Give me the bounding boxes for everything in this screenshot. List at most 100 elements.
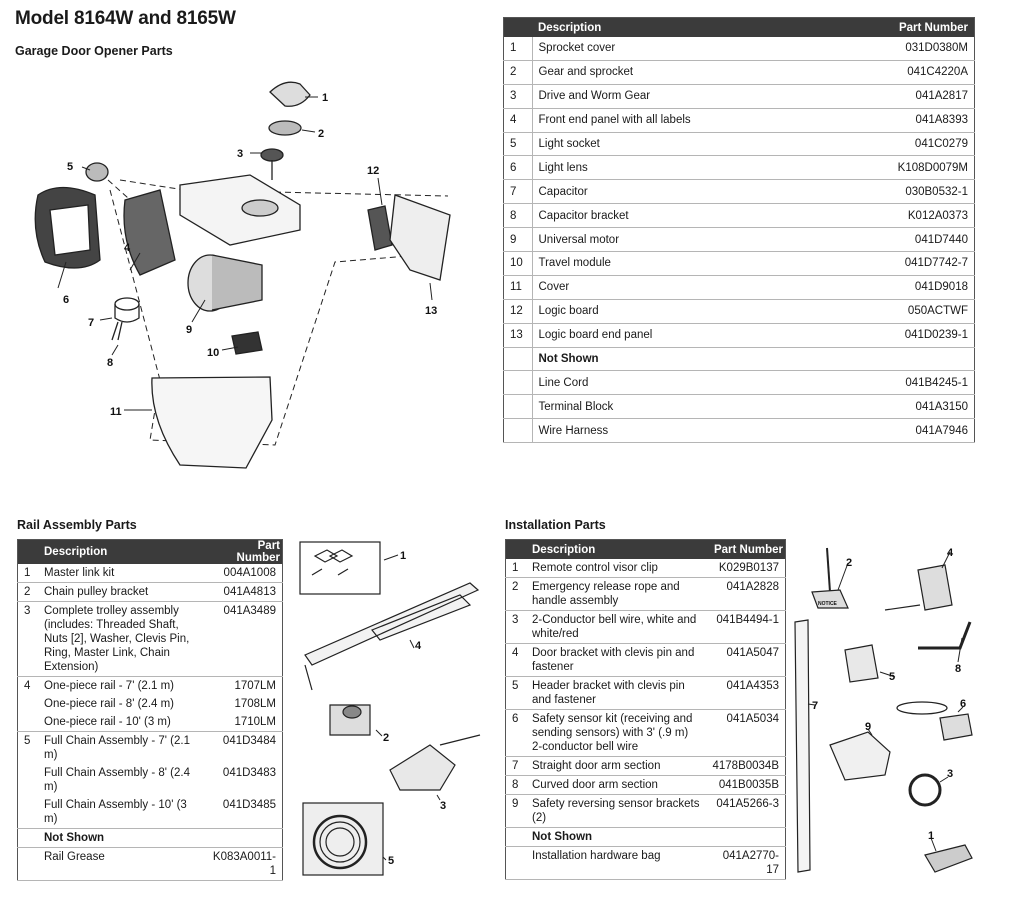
row-description: One-piece rail - 7' (2.1 m)	[44, 680, 175, 692]
row-number: 10	[503, 251, 532, 276]
table-row: Full Chain Assembly - 10' (3 m)041D3485	[17, 796, 283, 829]
row-part-number: 041A2828	[705, 577, 786, 611]
row-number: 3	[505, 610, 526, 644]
row-description: Not Shown	[531, 347, 827, 372]
table-row: Not Shown	[17, 828, 283, 848]
section-title-opener: Garage Door Opener Parts	[15, 44, 173, 58]
install-callout-3: 3	[947, 768, 953, 780]
row-description: Full Chain Assembly - 8' (2.4 m)	[44, 767, 191, 793]
row-description: One-piece rail - 8' (2.4 m)	[44, 698, 175, 710]
row-description: Capacitor bracket	[531, 203, 827, 229]
row-description: Not Shown	[526, 827, 706, 847]
row-number: 7	[505, 756, 526, 776]
row-number: 4	[24, 680, 31, 692]
row-description: Safety reversing sensor brackets (2)	[526, 794, 706, 828]
row-description: Universal motor	[531, 227, 827, 253]
row-number	[503, 347, 532, 372]
row-part-number	[826, 347, 975, 372]
row-number	[505, 827, 526, 847]
rail-callout-3: 3	[440, 800, 446, 812]
row-description: Light socket	[531, 132, 827, 157]
rail-callout-5: 5	[388, 855, 394, 867]
row-part-number: 041D0239-1	[826, 323, 975, 348]
row-number: 2	[17, 582, 38, 602]
row-description: Logic board end panel	[531, 323, 827, 348]
rail-callout-4: 4	[415, 640, 422, 652]
rail-callout-2: 2	[383, 732, 389, 744]
row-number	[17, 847, 38, 881]
row-part-number: 050ACTWF	[826, 299, 975, 324]
row-part-number: 004A1008	[205, 564, 283, 583]
row-description: Cover	[531, 275, 827, 300]
row-description: Header bracket with clevis pin and faste…	[526, 676, 706, 710]
row-description: Full Chain Assembly - 7' (2.1 m)	[44, 735, 191, 761]
row-number	[17, 713, 38, 732]
row-description: Complete trolley assembly (includes: Thr…	[38, 601, 206, 677]
install-callout-2: 2	[846, 557, 852, 569]
table-header-row: Description Part Number	[503, 17, 975, 37]
table-header-row: Description Part Number	[505, 539, 786, 559]
install-callout-1: 1	[928, 830, 934, 842]
row-part-number: 1708LM	[234, 698, 276, 710]
notice-tag: NOTICE	[818, 601, 838, 607]
header-num	[17, 539, 38, 564]
row-description: Straight door arm section	[526, 756, 706, 776]
row-part-number: 030B0532-1	[826, 179, 975, 205]
row-part-number: K029B0137	[705, 559, 786, 578]
page-title: Model 8164W and 8165W	[15, 8, 236, 29]
row-description: Capacitor	[531, 179, 827, 205]
install-callouts: 1 2 3 4 5 6 7 8 9 NOTICE	[812, 547, 966, 842]
row-number	[505, 846, 526, 880]
install-callout-7: 7	[812, 700, 818, 712]
row-description: Remote control visor clip	[526, 559, 706, 578]
row-number	[17, 828, 38, 848]
row-part-number: 041A5266-3	[705, 794, 786, 828]
opener-callout-12: 12	[367, 165, 379, 177]
install-callout-5: 5	[889, 671, 895, 683]
row-description: Wire Harness	[531, 418, 827, 444]
row-part-number: 4178B0034B	[705, 756, 786, 776]
row-part-number: 031D0380M	[826, 37, 975, 61]
header-num	[505, 539, 526, 559]
opener-callout-6: 6	[63, 294, 69, 306]
header-num	[503, 17, 532, 37]
row-description: Not Shown	[38, 828, 206, 848]
rail-callout-1: 1	[400, 550, 406, 562]
row-description: Drive and Worm Gear	[531, 84, 827, 109]
row-description: Travel module	[531, 251, 827, 276]
rail-callouts: 1 2 3 4 5	[383, 550, 446, 867]
row-part-number: 041B4494-1	[705, 610, 786, 644]
opener-exploded-diagram	[34, 81, 451, 469]
row-number: 8	[503, 203, 532, 229]
row-description: Terminal Block	[531, 394, 827, 420]
row-number: 1	[17, 564, 38, 583]
row-part-number: 041A2770-17	[705, 846, 786, 880]
opener-callouts: 1 2 3 4 5 6 7 8 9 10 11 12 13	[63, 92, 437, 418]
opener-callout-7: 7	[88, 317, 94, 329]
table-header-row: Description Part Number	[17, 539, 283, 564]
opener-callout-5: 5	[67, 161, 73, 173]
row-number: 11	[503, 275, 532, 300]
row-description: Logic board	[531, 299, 827, 324]
